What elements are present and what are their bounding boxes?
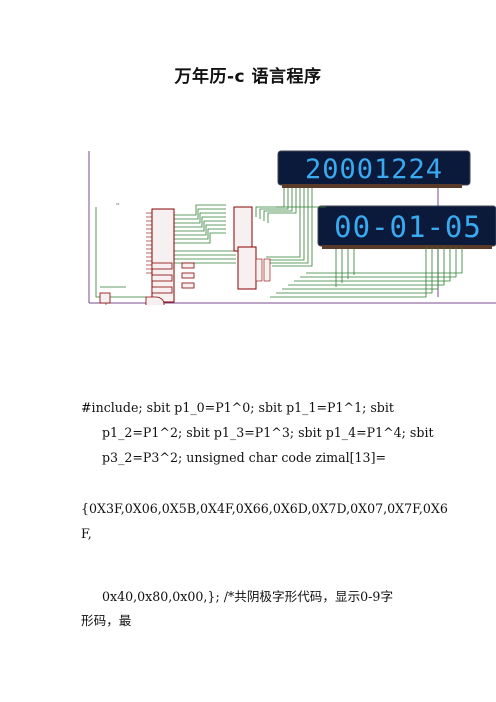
buttons-cluster — [151, 262, 195, 294]
bottom-seven-segment-display: 00-01-05 — [317, 205, 496, 249]
driver-chip-top — [233, 206, 253, 252]
top-display-digits: 20001224 — [305, 154, 443, 185]
crystal-oscillator — [99, 292, 111, 304]
logic-gate — [145, 296, 165, 305]
top-seven-segment-display: 20001224 — [277, 150, 471, 188]
code-line: 形码，最 — [81, 613, 132, 628]
resistor-network — [255, 258, 271, 282]
circuit-schematic-image: 20001224 00-01-05 — [86, 147, 496, 305]
document-title: 万年历-c 语言程序 — [174, 67, 322, 87]
bottom-display-digits: 00-01-05 — [334, 210, 482, 244]
code-line: p1_2=P1^2; sbit p1_3=P1^3; sbit p1_4=P1^… — [102, 425, 434, 440]
code-line: 0x40,0x80,0x00,}; /*共阴极字形代码，显示0-9字 — [102, 589, 394, 604]
code-line: F, — [81, 526, 92, 541]
code-line: {0X3F,0X06,0X5B,0X4F,0X66,0X6D,0X7D,0X07… — [81, 501, 448, 516]
code-line: p3_2=P3^2; unsigned char code zimal[13]= — [102, 450, 387, 465]
driver-chip-middle — [237, 246, 257, 290]
code-line: #include; sbit p1_0=P1^0; sbit p1_1=P1^1… — [81, 400, 394, 415]
svg-text:U1: U1 — [116, 202, 120, 206]
